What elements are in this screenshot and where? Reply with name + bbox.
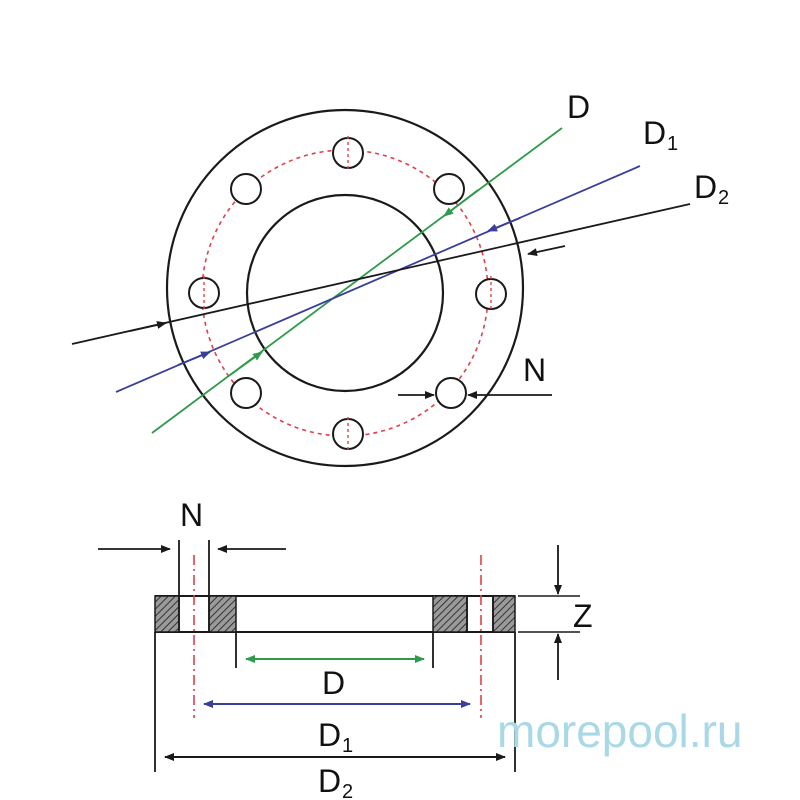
dim-D2-line [71, 203, 691, 345]
dim-D1-arrow-lower [177, 351, 211, 366]
label-D2-top-sub: 2 [718, 187, 729, 209]
bolt-center-marks [203, 136, 492, 451]
section-left-inner [208, 595, 237, 633]
watermark-text: morepool.ru [497, 705, 743, 757]
top-view: D D 1 D 2 N [71, 89, 729, 468]
bolt-hole [230, 377, 262, 409]
section-left-outer [154, 595, 180, 633]
label-D1-side-sub: 1 [342, 735, 353, 757]
bolt-holes [188, 137, 507, 450]
bolt-hole [230, 173, 262, 205]
label-Z-side: Z [573, 598, 593, 634]
label-D2-side-sub: 2 [342, 781, 353, 800]
dim-D2-arrow-right [527, 245, 566, 257]
bolt-hole [433, 173, 465, 205]
label-D-top: D [567, 89, 590, 125]
label-D1-side: D [318, 717, 341, 753]
section-right-inner [432, 595, 468, 633]
side-view: N Z D D 1 D 2 [98, 497, 593, 800]
dim-D-arrow-upper [443, 189, 479, 217]
section-right-outer [492, 595, 516, 633]
flange-bore-edge [245, 193, 445, 393]
label-D1-top: D [643, 115, 666, 151]
dim-D2-arrow-left [129, 321, 167, 332]
dim-D-line [151, 127, 563, 434]
dim-D-arrow-lower [229, 351, 263, 376]
dim-D1-arrow-upper [487, 217, 521, 232]
label-D1-top-sub: 1 [667, 133, 678, 155]
label-D-side: D [322, 665, 345, 701]
flange-outer-edge [165, 108, 525, 468]
label-N-side: N [180, 497, 203, 533]
bolt-hole [435, 377, 467, 409]
label-D2-side: D [318, 763, 341, 799]
label-D2-top: D [694, 169, 717, 205]
label-N-top: N [523, 352, 546, 388]
